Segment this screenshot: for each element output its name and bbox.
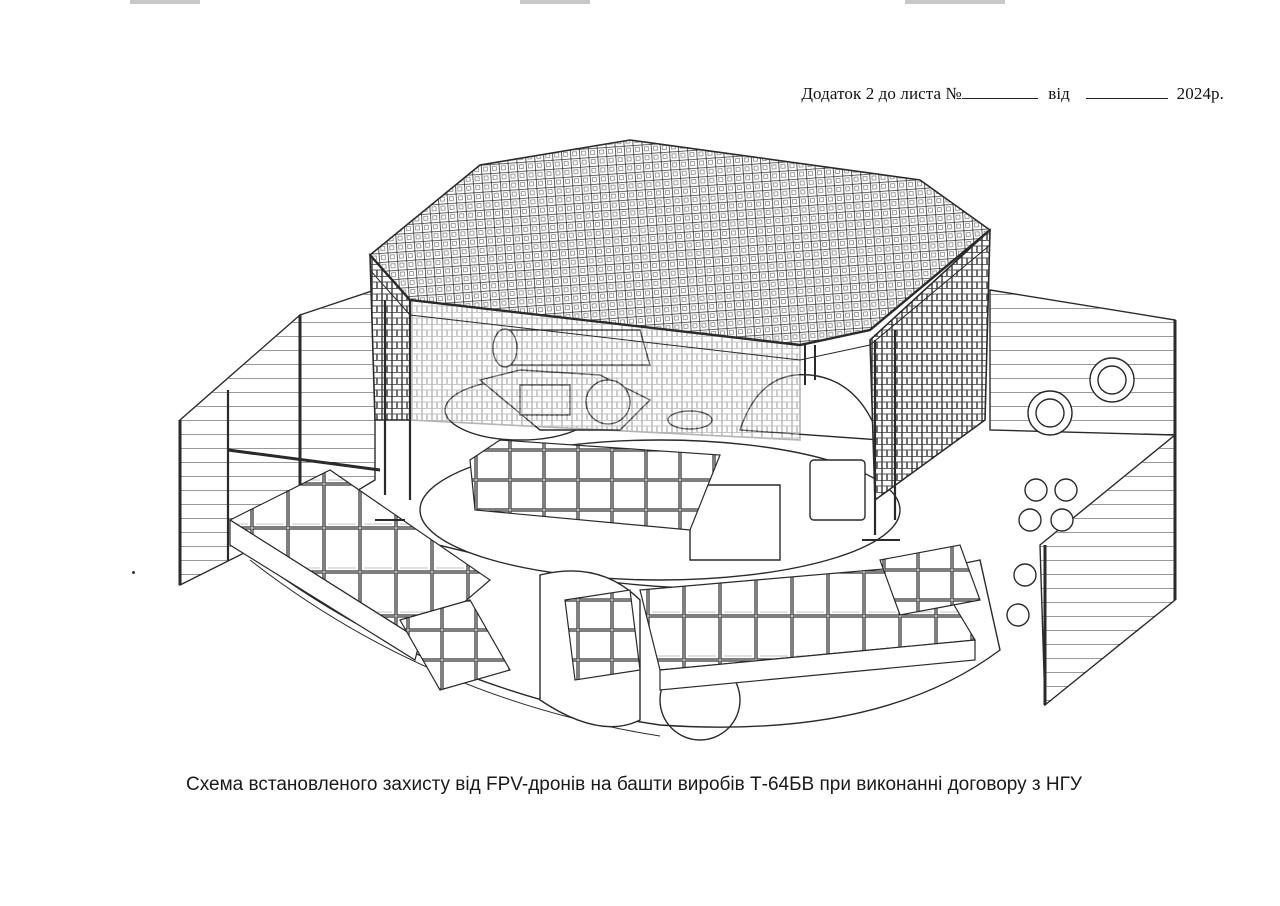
- date-blank: [1086, 84, 1169, 99]
- era-blocks: [228, 439, 981, 691]
- appendix-header: Додаток 2 до листа № від 2024р.: [801, 84, 1224, 104]
- figure-caption: Схема встановленого захисту від FPV-дрон…: [186, 774, 1082, 795]
- scan-speck: [132, 571, 135, 574]
- right-slat-screen: [989, 289, 1177, 707]
- year-label: 2024р.: [1176, 84, 1224, 103]
- letter-number-blank: [961, 84, 1038, 99]
- scan-artifact: [130, 0, 200, 4]
- scan-artifact: [520, 0, 590, 4]
- protective-cage: [368, 139, 992, 541]
- scan-artifact: [905, 0, 1005, 4]
- from-word: від: [1048, 84, 1070, 103]
- appendix-prefix: Додаток 2 до листа №: [801, 84, 962, 103]
